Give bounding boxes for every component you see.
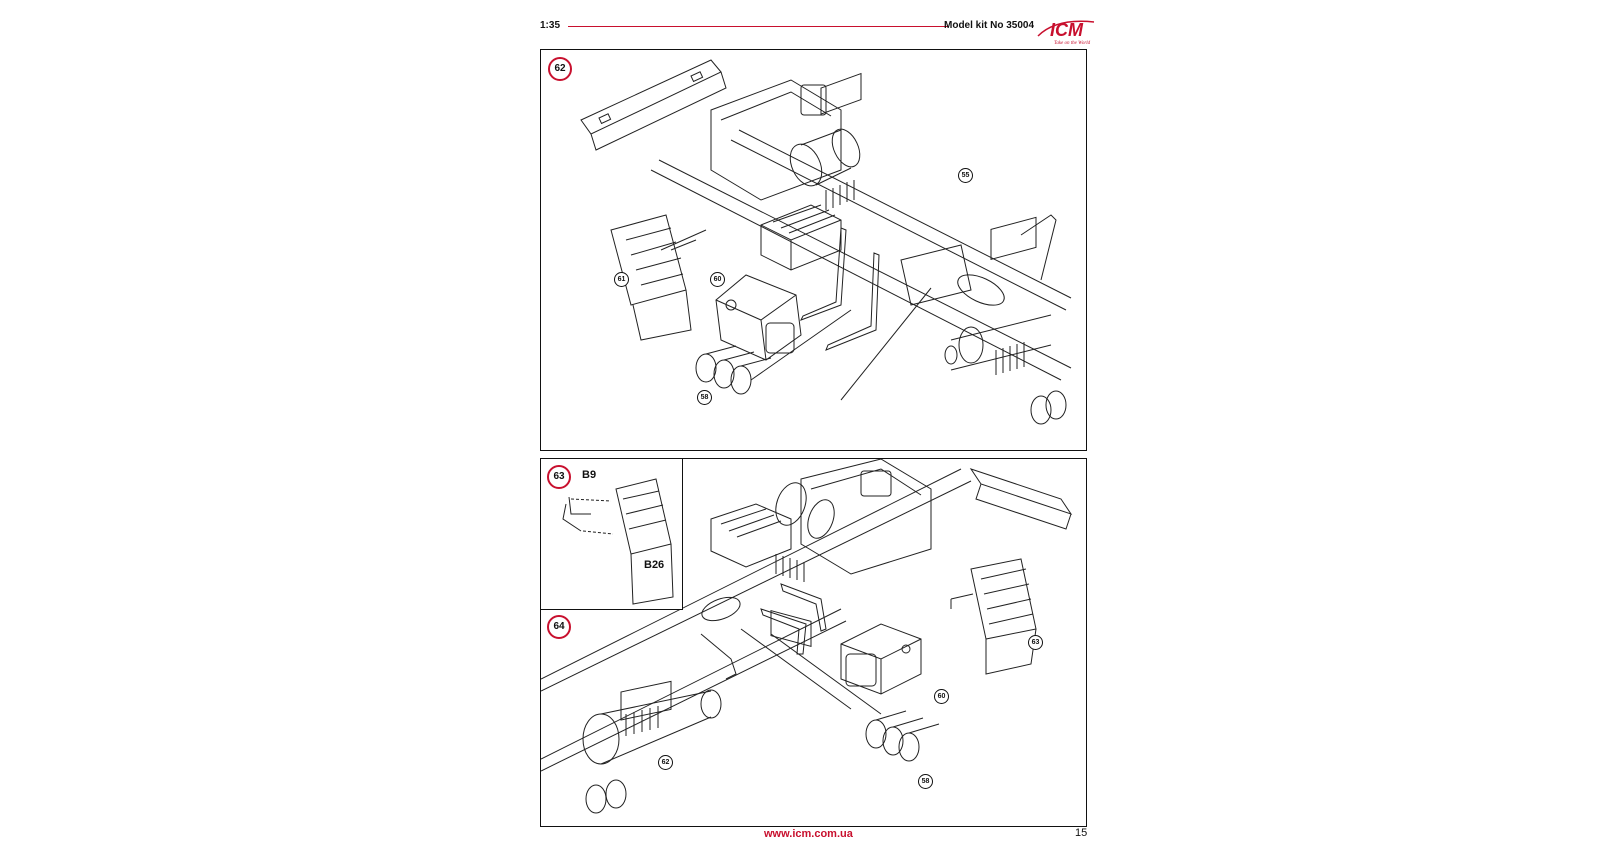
step-64-illustration: [541, 459, 1073, 814]
callout-58: 58: [918, 774, 933, 789]
kit-number: Model kit No 35004: [944, 20, 1035, 31]
step-64-badge: 64: [547, 615, 571, 639]
step-62-illustration: [580, 59, 1072, 425]
callout-62: 62: [658, 755, 673, 770]
step-62-badge: 62: [548, 57, 572, 81]
callout-60: 60: [934, 689, 949, 704]
callout-61: 61: [614, 272, 629, 287]
step-63-64-panel: 63 B9 B26 64 63 60 58 62: [540, 458, 1087, 827]
page-header: 1:35 Model kit No 35004 ICM Take on the …: [540, 14, 1100, 46]
step-63-inset: 63 B9 B26: [541, 459, 683, 610]
part-label-b26: B26: [644, 559, 665, 571]
callout-58: 58: [697, 390, 712, 405]
step-62-panel: 62 55 61 60 58: [540, 49, 1087, 451]
svg-text:ICM: ICM: [1050, 20, 1084, 40]
part-label-b9: B9: [582, 469, 597, 481]
footer-url[interactable]: www.icm.com.ua: [764, 828, 853, 840]
page-number: 15: [1075, 827, 1088, 839]
svg-text:Take on the World: Take on the World: [1054, 41, 1091, 46]
step-63-badge: 63: [547, 465, 571, 489]
callout-63: 63: [1028, 635, 1043, 650]
callout-60: 60: [710, 272, 725, 287]
header-rule: [568, 26, 948, 27]
icm-logo: ICM Take on the World: [1037, 20, 1095, 46]
scale-label: 1:35: [540, 20, 561, 31]
callout-55: 55: [958, 168, 973, 183]
step-63-illustration: [562, 478, 674, 605]
